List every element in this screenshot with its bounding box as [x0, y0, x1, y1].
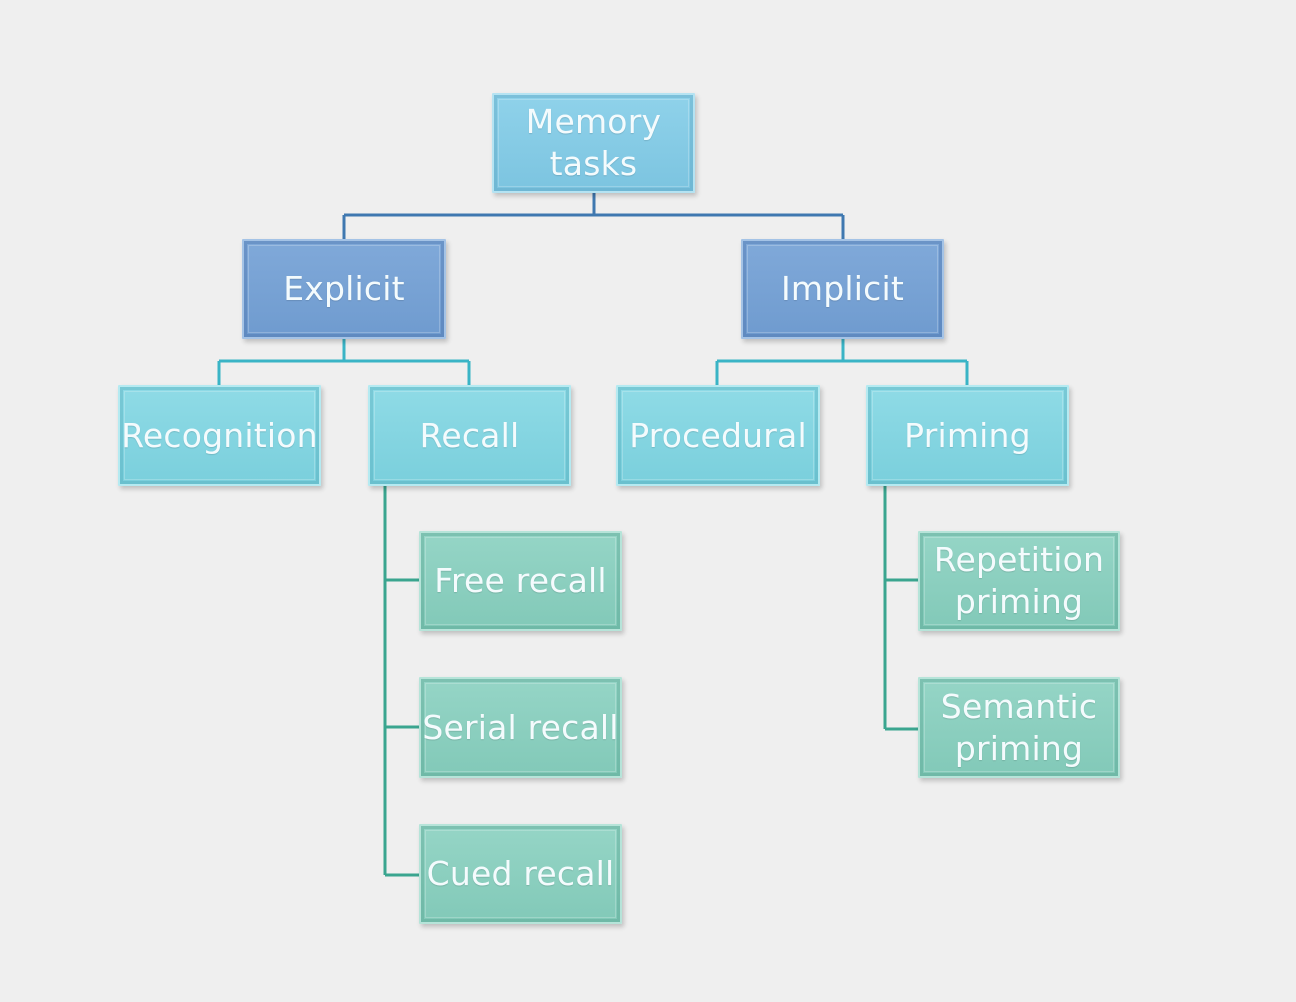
connector-explicit-children [217, 339, 471, 385]
node-implicit: Implicit [741, 239, 944, 339]
node-semantic-priming: Semantic priming [918, 677, 1120, 778]
node-repetition-priming-line1: Repetition [933, 540, 1105, 579]
node-cued-recall-label: Cued recall [426, 854, 615, 893]
connector-priming-children [883, 486, 920, 731]
node-explicit-label: Explicit [283, 269, 405, 308]
node-free-recall-label: Free recall [434, 561, 607, 600]
connector-recall-children [383, 486, 420, 877]
node-priming-label: Priming [904, 415, 1031, 455]
node-implicit-label: Implicit [780, 269, 904, 308]
node-memory-tasks-line2: tasks [549, 144, 638, 183]
node-recognition: Recognition [118, 385, 321, 486]
node-recall: Recall [368, 385, 571, 486]
node-cued-recall: Cued recall [419, 824, 622, 924]
node-serial-recall-label: Serial recall [422, 707, 619, 747]
node-explicit: Explicit [242, 239, 446, 339]
node-semantic-priming-line2: priming [954, 728, 1084, 768]
node-procedural-label: Procedural [629, 415, 807, 455]
node-serial-recall: Serial recall [419, 677, 622, 778]
node-recall-label: Recall [419, 415, 520, 455]
connector-root-to-level1 [342, 193, 845, 239]
node-procedural: Procedural [616, 385, 820, 486]
node-memory-tasks-line1: Memory [525, 102, 662, 141]
node-recognition-label: Recognition [121, 415, 318, 455]
node-semantic-priming-line1: Semantic [940, 686, 1098, 726]
node-priming: Priming [866, 385, 1069, 486]
node-repetition-priming: Repetition priming [918, 531, 1120, 631]
connector-implicit-children [715, 339, 969, 385]
node-repetition-priming-line2: priming [954, 582, 1084, 621]
node-free-recall: Free recall [419, 531, 622, 631]
node-memory-tasks: Memory tasks [492, 93, 695, 193]
